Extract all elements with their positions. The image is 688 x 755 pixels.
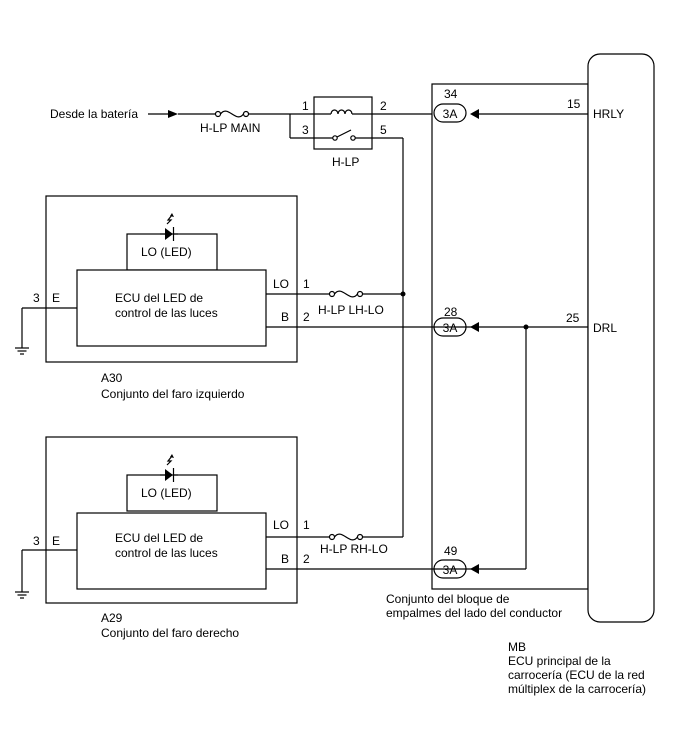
- right-e-label: E: [52, 534, 60, 548]
- right-lo-label: LO: [273, 518, 289, 532]
- connector-label-top: 3A: [443, 107, 458, 121]
- jb-pin-34: 34: [444, 87, 458, 101]
- relay-pin-2: 2: [380, 99, 387, 113]
- fuse-rh-lo-label: H-LP RH-LO: [320, 542, 388, 556]
- connector-3a-top: 34 3A: [433, 87, 479, 123]
- left-ecu-box: [76, 269, 267, 347]
- left-lamp-code: A30: [101, 371, 123, 385]
- relay-pin-1: 1: [302, 99, 309, 113]
- body-label-hrly: HRLY: [593, 107, 624, 121]
- body-ecu-line2: carrocería (ECU de la red: [508, 668, 645, 682]
- battery-arrow-icon: [168, 110, 178, 118]
- left-lamp-name: Conjunto del faro izquierdo: [101, 387, 245, 401]
- left-lo-label: LO: [273, 277, 289, 291]
- junction-dot-drl: [523, 324, 529, 330]
- fuse-main-label: H-LP MAIN: [200, 121, 260, 135]
- connector-3a-bot: 49 3A: [433, 544, 479, 579]
- left-pin-lo: 1: [303, 277, 310, 291]
- left-pin-e: 3: [33, 291, 40, 305]
- connector-label-mid: 3A: [443, 321, 458, 335]
- left-led-icon: [160, 213, 178, 241]
- right-lamp-code: A29: [101, 611, 123, 625]
- right-ecu-box: [76, 512, 267, 590]
- relay-pin-3: 3: [302, 123, 309, 137]
- relay-name: H-LP: [332, 155, 359, 169]
- jb-pin-49: 49: [444, 544, 458, 558]
- body-label-drl: DRL: [593, 321, 617, 335]
- connector-3a-mid: 28 3A: [433, 305, 479, 337]
- fuse-lh-lo-icon: [328, 290, 364, 298]
- right-led-icon: [160, 454, 178, 482]
- right-lamp-name: Conjunto del faro derecho: [101, 626, 239, 640]
- right-ecu-line1: ECU del LED de: [115, 531, 203, 545]
- body-pin-25: 25: [566, 311, 580, 325]
- connector-label-bot: 3A: [443, 563, 458, 577]
- fuse-rh-lo-icon: [328, 533, 364, 541]
- relay-pin-5: 5: [380, 123, 387, 137]
- relay-switch-icon: [314, 129, 372, 141]
- left-b-label: B: [281, 310, 289, 324]
- right-pin-b: 2: [303, 552, 310, 566]
- fuse-lh-lo-label: H-LP LH-LO: [318, 303, 384, 317]
- body-ecu-line3: múltiplex de la carrocería): [508, 682, 646, 696]
- body-ecu-box: [587, 53, 655, 623]
- body-pin-15: 15: [567, 97, 581, 111]
- right-ecu-line2: control de las luces: [115, 546, 218, 560]
- jb-pin-28: 28: [444, 305, 458, 319]
- relay-coil-icon: [314, 109, 372, 115]
- right-led-box: [126, 474, 218, 512]
- right-b-label: B: [281, 552, 289, 566]
- fuse-main-icon: [214, 110, 250, 118]
- right-ground-icon: [15, 549, 77, 599]
- right-pin-lo: 1: [303, 518, 310, 532]
- left-ecu-line2: control de las luces: [115, 306, 218, 320]
- body-ecu-line1: ECU principal de la: [508, 654, 611, 668]
- right-pin-e: 3: [33, 534, 40, 548]
- body-ecu-code: MB: [508, 640, 526, 654]
- left-pin-b: 2: [303, 310, 310, 324]
- left-ecu-line1: ECU del LED de: [115, 291, 203, 305]
- junction-block-line1: Conjunto del bloque de: [386, 592, 510, 606]
- battery-label: Desde la batería: [50, 107, 138, 121]
- left-e-label: E: [52, 291, 60, 305]
- junction-block-line2: empalmes del lado del conductor: [386, 606, 562, 620]
- left-ground-icon: [15, 307, 77, 355]
- left-led-label: LO (LED): [141, 245, 192, 259]
- relay-box: [313, 96, 373, 150]
- right-led-label: LO (LED): [141, 486, 192, 500]
